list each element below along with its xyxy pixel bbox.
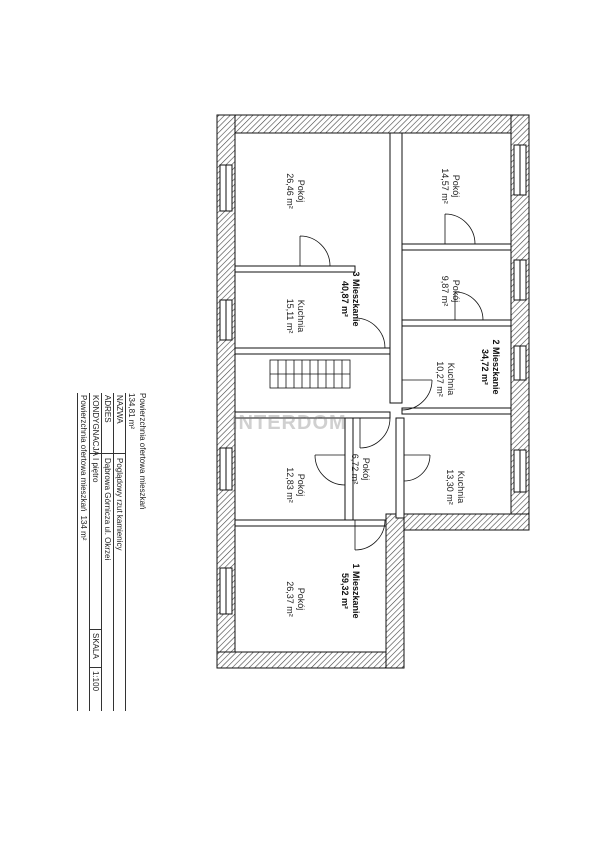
room-area: 12,83 m² xyxy=(285,467,295,503)
room-name: Pokój xyxy=(296,587,306,611)
room-area: 26,37 m² xyxy=(285,581,295,617)
legend-value: Poglądowy rzut kamienicy xyxy=(115,458,124,551)
room-name: Kuchnia xyxy=(296,299,306,333)
apartment-name: 2 Mieszkanie xyxy=(491,339,501,395)
room-area: 13,30 m² xyxy=(445,469,455,505)
interior-walls xyxy=(234,132,512,527)
room-name: Kuchnia xyxy=(456,470,466,504)
room-area: 15,11 m² xyxy=(285,298,295,334)
outer-walls xyxy=(216,114,530,669)
room-name: Pokój xyxy=(361,457,371,481)
room-name: Pokój xyxy=(296,473,306,497)
room-name: Pokój xyxy=(451,279,461,303)
windows-left xyxy=(219,164,233,615)
apartment-area: 40,87 m² xyxy=(340,280,350,318)
total-area-label: Powierzchnia ofertowa mieszkań xyxy=(138,393,147,510)
legend-key: NAZWA xyxy=(114,393,125,454)
legend-value: I piętro xyxy=(91,458,100,483)
room-name: Pokój xyxy=(451,174,461,198)
legend-value: 134 m² xyxy=(79,515,88,541)
legend-key: KONDYGNACJA xyxy=(90,393,101,456)
scale-label: SKALA xyxy=(90,629,101,667)
legend-key: Powierzchnia ofertowa mieszkań xyxy=(79,395,88,512)
apartment-area: 59,32 m² xyxy=(340,572,350,610)
room-area: 6,72 m² xyxy=(350,453,360,485)
room-area: 26,46 m² xyxy=(285,173,295,209)
total-area-value-row: 134,81 m² xyxy=(126,393,137,711)
room-area: 9,87 m² xyxy=(440,275,450,307)
apartment-area: 34,72 m² xyxy=(480,348,490,386)
title-block: Powierzchnia ofertowa mieszkań 134,81 m²… xyxy=(68,393,148,711)
room-name: Kuchnia xyxy=(446,362,456,396)
legend-value: Dąbrowa Górnicza ul. Okrzei xyxy=(103,458,112,561)
legend-table: NAZWA Poglądowy rzut kamienicy ADRES Dąb… xyxy=(77,393,126,711)
legend-key: ADRES xyxy=(102,393,113,454)
apartment-name: 3 Mieszkanie xyxy=(351,271,361,327)
legend-row: KONDYGNACJA I piętro SKALA 1:100 xyxy=(89,393,101,711)
watermark: INTERDOM xyxy=(232,412,347,434)
legend-row: NAZWA Poglądowy rzut kamienicy xyxy=(113,393,125,711)
apartment-name: 1 Mieszkanie xyxy=(351,563,361,619)
scale-value: 1:100 xyxy=(90,667,101,711)
room-area: 10,27 m² xyxy=(435,361,445,397)
staircase xyxy=(269,359,351,389)
total-area-row: Powierzchnia ofertowa mieszkań xyxy=(137,393,148,711)
windows-right xyxy=(513,144,527,493)
room-name: Pokój xyxy=(296,179,306,203)
total-area-value: 134,81 m² xyxy=(127,393,136,430)
doors xyxy=(299,213,484,551)
room-area: 14,57 m² xyxy=(440,168,450,204)
legend-row: ADRES Dąbrowa Górnicza ul. Okrzei xyxy=(101,393,113,711)
legend-row: Powierzchnia ofertowa mieszkań 134 m² xyxy=(77,393,89,711)
